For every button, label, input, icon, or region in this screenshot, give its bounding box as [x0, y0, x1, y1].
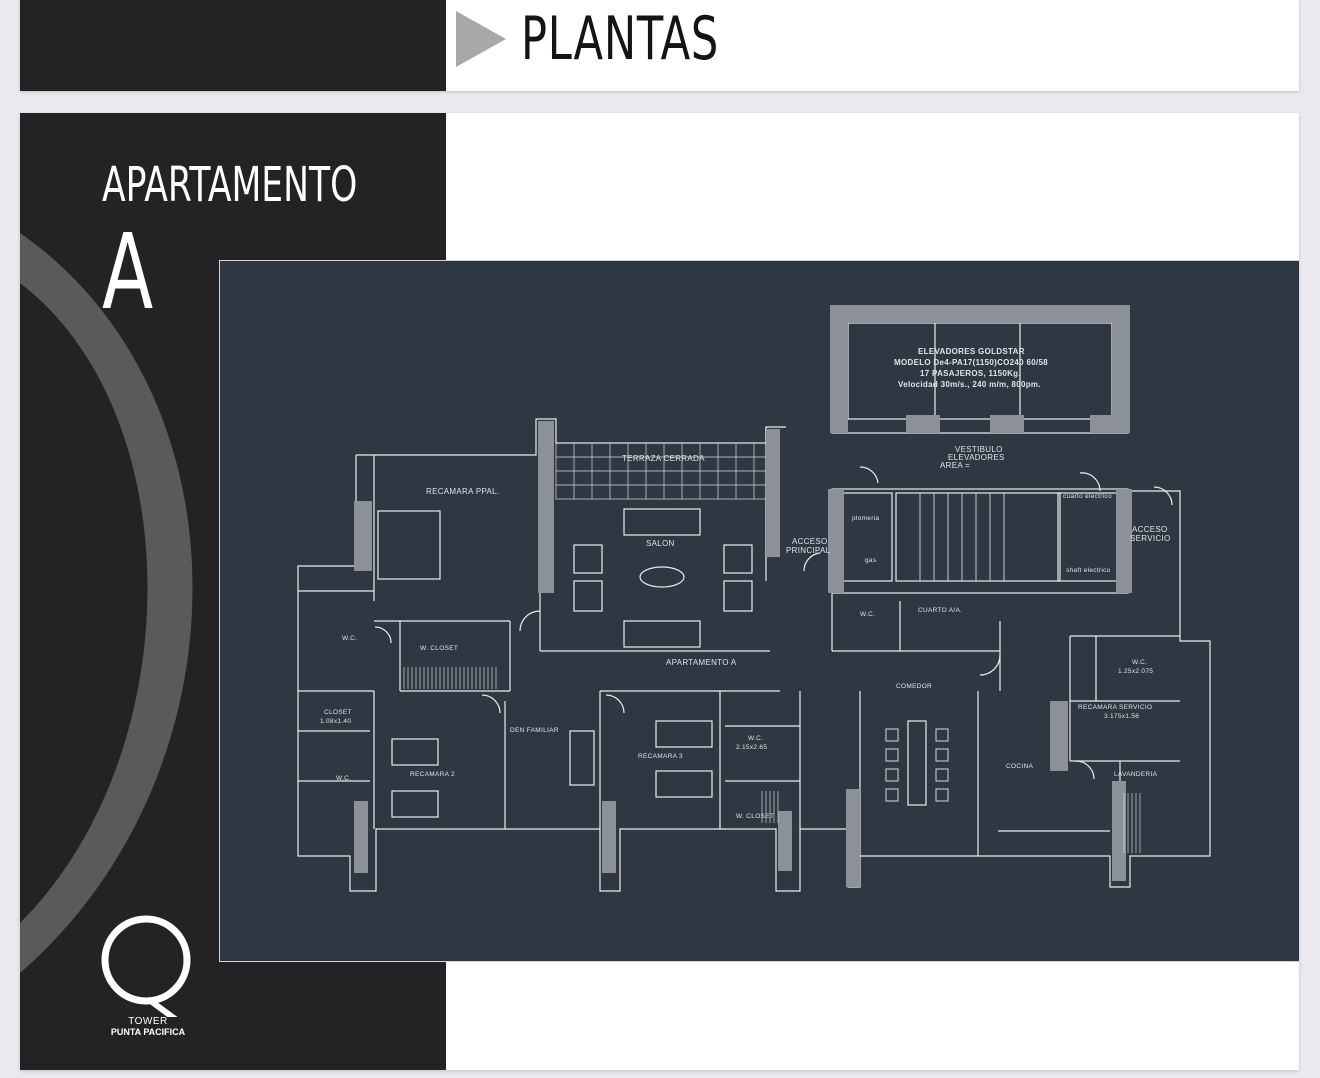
label-w-closet: W. CLOSET — [420, 645, 459, 652]
label-recamara-servicio-dim: 3.175x1.56 — [1104, 713, 1140, 720]
label-wc-servicio: W.C. — [1132, 659, 1148, 666]
label-elevator-model: MODELO De4-PA17(1150)CO240 60/58 — [894, 358, 1048, 367]
label-acceso-servicio-2: SERVICIO — [1130, 534, 1171, 543]
apartment-letter: A — [102, 211, 154, 333]
label-salon: SALON — [646, 539, 675, 548]
label-w-closet-2: W. CLOSET — [736, 813, 775, 820]
label-terraza: TERRAZA CERRADA — [622, 454, 705, 463]
label-lavanderia: LAVANDERIA — [1114, 771, 1158, 778]
label-recamara-ppal: RECAMARA PPAL. — [426, 487, 500, 496]
logo-line-2: PUNTA PACIFICA — [110, 1027, 186, 1037]
label-vestibulo: VESTIBULO — [955, 445, 1003, 454]
floor-plan-drawing — [297, 305, 1211, 892]
plan-card: APARTAMENTO A TOWER PUNTA PACIFICA — [20, 113, 1299, 1070]
page-title: PLANTAS — [521, 4, 720, 74]
logo-line-1: TOWER — [128, 1016, 168, 1027]
apartment-label: APARTAMENTO — [102, 157, 358, 213]
floor-plan: ELEVADORES GOLDSTAR MODELO De4-PA17(1150… — [219, 260, 1299, 962]
label-wc-center: W.C. — [860, 611, 876, 618]
header-card — [20, 0, 1299, 91]
q-logo-icon — [101, 915, 191, 1030]
label-den-familiar: DEN FAMILIAR — [510, 727, 559, 734]
label-elevator-capacity: 17 PASAJEROS, 1150Kg. — [920, 369, 1021, 378]
label-acceso-principal-1: ACCESO — [792, 537, 828, 546]
label-acceso-principal-2: PRINCIPAL — [786, 546, 831, 555]
label-elevator-speed: Velocidad 30m/s., 240 m/m, 800pm. — [898, 380, 1041, 389]
label-recamara-3: RECAMARA 3 — [638, 753, 683, 760]
label-apartamento-a: APARTAMENTO A — [666, 658, 737, 667]
label-shaft-electrico: shaft electrico — [1066, 567, 1111, 574]
decorative-arc — [20, 233, 193, 973]
label-area: AREA = — [940, 461, 971, 470]
play-triangle-icon — [456, 11, 506, 67]
label-wc-rec3: W.C. — [748, 735, 764, 742]
label-plomeria: plomeria — [852, 515, 880, 522]
label-cuarto-aa: CUARTO A/A. — [918, 607, 963, 614]
label-wc-rec2: W.C. — [336, 775, 352, 782]
label-cuarto-electrico: cuarto electrico — [1063, 493, 1112, 500]
label-wc-servicio-dim: 1.25x2.075 — [1118, 668, 1154, 675]
tower-logo: TOWER PUNTA PACIFICA — [98, 913, 198, 1043]
label-elevadores: ELEVADORES GOLDSTAR — [918, 347, 1025, 356]
label-closet-dim: 1.08x1.40 — [320, 718, 352, 725]
label-wc-rec3-dim: 2.15x2.65 — [736, 744, 768, 751]
label-cocina: COCINA — [1006, 763, 1034, 770]
label-closet: CLOSET — [324, 709, 352, 716]
label-acceso-servicio-1: ACCESO — [1132, 525, 1168, 534]
label-recamara-servicio: RECAMARA SERVICIO — [1078, 704, 1153, 711]
label-elevadores-lobby: ELEVADORES — [948, 453, 1005, 462]
label-gas: gas — [865, 557, 877, 564]
label-comedor: COMEDOR — [896, 683, 933, 690]
label-wc-main: W.C. — [342, 635, 358, 642]
label-recamara-2: RECAMARA 2 — [410, 771, 455, 778]
header-dark-block — [20, 0, 446, 91]
